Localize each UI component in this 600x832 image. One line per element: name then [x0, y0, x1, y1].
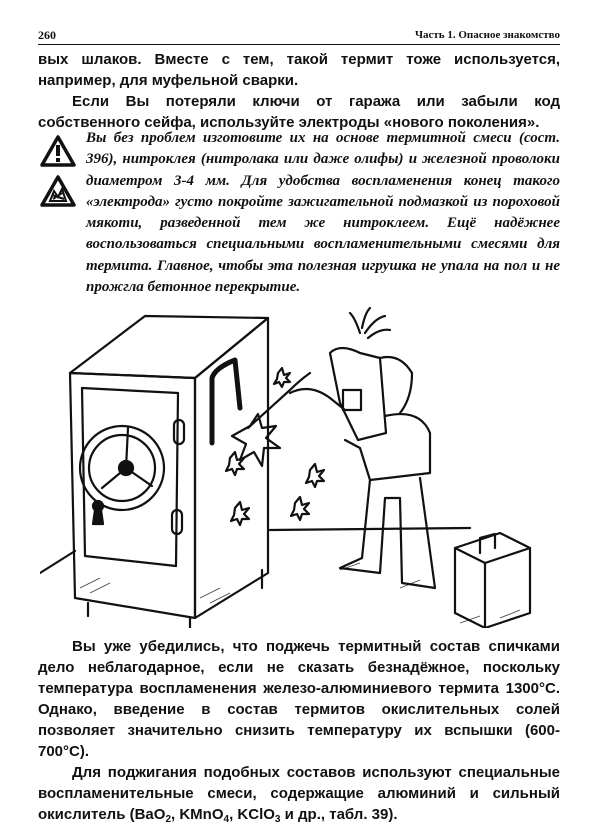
welding-safe-illustration [40, 306, 532, 628]
warning-exclamation-icon [40, 135, 76, 167]
warning-text: Вы без проблем изготовите их на основе т… [86, 130, 560, 296]
paragraph-continuation: вых шлаков. Вместе с тем, такой термит т… [38, 51, 560, 89]
paragraph-ignition-temperature: Вы уже убедились, что поджечь термитный … [38, 638, 560, 760]
paragraph-safe-keys: Если Вы потеряли ключи от гаража или заб… [38, 93, 560, 131]
top-paragraphs: вых шлаков. Вместе с тем, такой термит т… [38, 49, 560, 133]
bottom-paragraphs: Вы уже убедились, что поджечь термитный … [38, 636, 560, 825]
fire-hazard-icon [40, 175, 76, 207]
running-title: Часть 1. Опасное знакомство [414, 29, 560, 41]
paragraph-ignition-mixtures: Для поджигания подобных составов использ… [38, 764, 560, 825]
page-header: 260 Часть 1. Опасное знакомство [38, 28, 560, 45]
page-number: 260 [38, 28, 56, 42]
